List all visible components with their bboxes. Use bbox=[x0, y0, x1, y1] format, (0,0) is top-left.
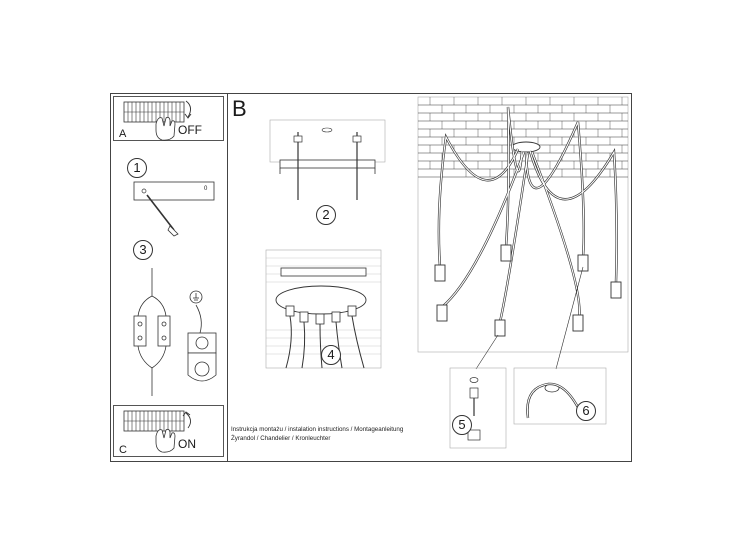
step-5-marker: 5 bbox=[452, 415, 472, 435]
step-6-marker: 6 bbox=[576, 401, 596, 421]
breaker-panel-icon bbox=[123, 410, 185, 432]
panel-c: C ON bbox=[113, 405, 224, 457]
mounting-plate-drawing bbox=[133, 181, 215, 201]
panel-a-letter: A bbox=[119, 128, 127, 140]
column-divider bbox=[227, 93, 228, 462]
footer-line-2: Żyrandol / Chandelier / Kronleuchter bbox=[231, 434, 331, 442]
instruction-sheet bbox=[110, 93, 632, 462]
canopy-assembly-drawing bbox=[265, 249, 382, 369]
chandelier-full-view bbox=[417, 96, 629, 370]
cable-hook-detail-drawing bbox=[513, 367, 607, 425]
hand-icon bbox=[155, 116, 176, 141]
step-3-marker: 3 bbox=[133, 240, 153, 260]
footer-text: Instrukcja montażu / instalation instruc… bbox=[231, 426, 431, 443]
ceiling-box-drawing bbox=[187, 304, 217, 382]
section-b-letter: B bbox=[232, 96, 247, 121]
panel-a: A OFF bbox=[113, 96, 224, 141]
switch-off-label: OFF bbox=[178, 123, 202, 137]
step-1-marker: 1 bbox=[127, 158, 147, 178]
hand-icon bbox=[155, 428, 176, 453]
rotate-arrow-icon bbox=[184, 100, 192, 119]
pendant-detail-drawing bbox=[449, 367, 507, 449]
wire-connector-drawing bbox=[133, 268, 171, 396]
rotate-arrow-icon bbox=[182, 411, 191, 429]
footer-line-1: Instrukcja montażu / instalation instruc… bbox=[231, 426, 404, 433]
ground-symbol-icon bbox=[189, 290, 203, 304]
step-2-marker: 2 bbox=[316, 205, 336, 225]
step-4-marker: 4 bbox=[321, 345, 341, 365]
panel-c-letter: C bbox=[119, 444, 127, 456]
plate-mark: 0 bbox=[204, 186, 208, 192]
ceiling-bracket-drawing bbox=[269, 119, 386, 200]
switch-on-label: ON bbox=[178, 437, 196, 451]
screwdriver-icon bbox=[146, 194, 179, 237]
